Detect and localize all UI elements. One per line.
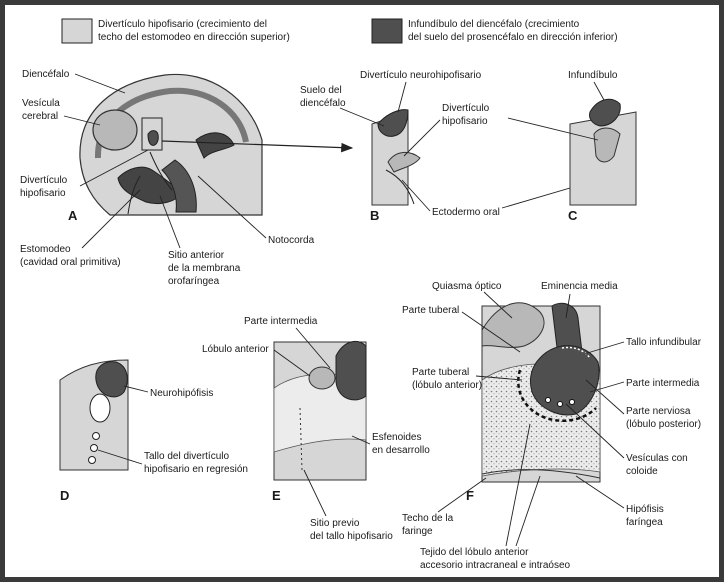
- pituitary-development-diagram: Divertículo hipofisario (crecimiento del…: [5, 5, 719, 577]
- label-estomodeo-2: (cavidad oral primitiva): [20, 257, 121, 268]
- label-tejido-1: Tejido del lóbulo anterior: [420, 547, 529, 558]
- label-esfenoides-2: en desarrollo: [372, 445, 430, 456]
- label-tuberal2-1: Parte tuberal: [412, 367, 469, 378]
- panel-d-letter: D: [60, 488, 69, 503]
- label-esfenoides-1: Esfenoides: [372, 432, 421, 443]
- panel-e-illustration: [274, 341, 366, 480]
- panel-a-illustration: [80, 74, 262, 215]
- label-intermedia-e: Parte intermedia: [244, 316, 318, 327]
- label-vesicula-1: Vesícula: [22, 98, 60, 109]
- label-nerviosa-2: (lóbulo posterior): [626, 419, 701, 430]
- label-sitio-a-3: orofaríngea: [168, 276, 220, 287]
- label-sitio-a-1: Sitio anterior: [168, 250, 225, 261]
- label-diverticulo-b-2: hipofisario: [442, 116, 488, 127]
- label-techo-1: Techo de la: [402, 513, 454, 524]
- label-tallo-d-1: Tallo del divertículo: [144, 451, 229, 462]
- label-diverticulo-b-1: Divertículo: [442, 103, 490, 114]
- panel-f-letter: F: [466, 488, 474, 503]
- label-sitio-e-2: del tallo hipofisario: [310, 531, 393, 542]
- label-vesiculas-2: coloide: [626, 466, 658, 477]
- legend-dark-line1: Infundíbulo del diencéfalo (crecimiento: [408, 19, 580, 30]
- label-quiasma: Quiasma óptico: [432, 281, 502, 292]
- label-hipofisis-1: Hipófisis: [626, 504, 664, 515]
- label-suelo-2: diencéfalo: [300, 98, 346, 109]
- label-lobulo: Lóbulo anterior: [202, 344, 269, 355]
- label-tallo-d-2: hipofisario en regresión: [144, 464, 248, 475]
- label-sitio-e-1: Sitio previo: [310, 518, 360, 529]
- panel-e-letter: E: [272, 488, 281, 503]
- label-nerviosa-1: Parte nerviosa: [626, 406, 691, 417]
- panel-b-letter: B: [370, 208, 379, 223]
- legend-swatch-pale: [62, 19, 92, 43]
- label-tejido-2: accesorio intracraneal e intraóseo: [420, 560, 571, 571]
- label-ectodermo: Ectodermo oral: [432, 207, 500, 218]
- panel-d: Neurohipófisis Tallo del divertículo hip…: [60, 360, 248, 503]
- legend-swatch-dark: [372, 19, 402, 43]
- label-tallo-inf: Tallo infundibular: [626, 337, 702, 348]
- label-intermedia-f: Parte intermedia: [626, 378, 700, 389]
- label-sitio-a-2: de la membrana: [168, 263, 241, 274]
- label-eminencia: Eminencia media: [541, 281, 618, 292]
- label-tuberal2-2: (lóbulo anterior): [412, 380, 482, 391]
- panel-c-illustration: [570, 99, 636, 205]
- label-hipofisis-2: faríngea: [626, 517, 663, 528]
- panel-e: Parte intermedia Lóbulo anterior Esfenoi…: [202, 316, 430, 542]
- panel-f: Quiasma óptico Eminencia media Parte tub…: [402, 281, 702, 571]
- panel-f-illustration: [482, 303, 600, 482]
- label-suelo-1: Suelo del: [300, 85, 342, 96]
- legend-pale-line2: techo del estomodeo en dirección superio…: [98, 32, 290, 43]
- label-diverticulo-a-1: Divertículo: [20, 175, 68, 186]
- label-vesicula-2: cerebral: [22, 111, 58, 122]
- label-vesiculas-1: Vesículas con: [626, 453, 688, 464]
- legend-dark-line2: del suelo del prosencéfalo en dirección …: [408, 32, 618, 43]
- panel-c: Infundíbulo C: [508, 70, 636, 223]
- label-estomodeo-1: Estomodeo: [20, 244, 71, 255]
- label-neurohipofisario: Divertículo neurohipofisario: [360, 70, 482, 81]
- label-neurohipofisis: Neurohipófisis: [150, 388, 213, 399]
- label-tuberal: Parte tuberal: [402, 305, 459, 316]
- label-notocorda: Notocorda: [268, 235, 315, 246]
- label-diverticulo-a-2: hipofisario: [20, 188, 66, 199]
- panel-a-letter: A: [68, 208, 78, 223]
- panel-d-illustration: [60, 360, 128, 470]
- label-diencefalo: Diencéfalo: [22, 69, 70, 80]
- panel-b: Suelo del diencéfalo Divertículo neurohi…: [300, 70, 604, 223]
- legend-pale-line1: Divertículo hipofisario (crecimiento del: [98, 19, 267, 30]
- label-infundibulo: Infundíbulo: [568, 70, 618, 81]
- legend: Divertículo hipofisario (crecimiento del…: [62, 19, 618, 43]
- panel-c-letter: C: [568, 208, 578, 223]
- label-techo-2: faringe: [402, 526, 433, 537]
